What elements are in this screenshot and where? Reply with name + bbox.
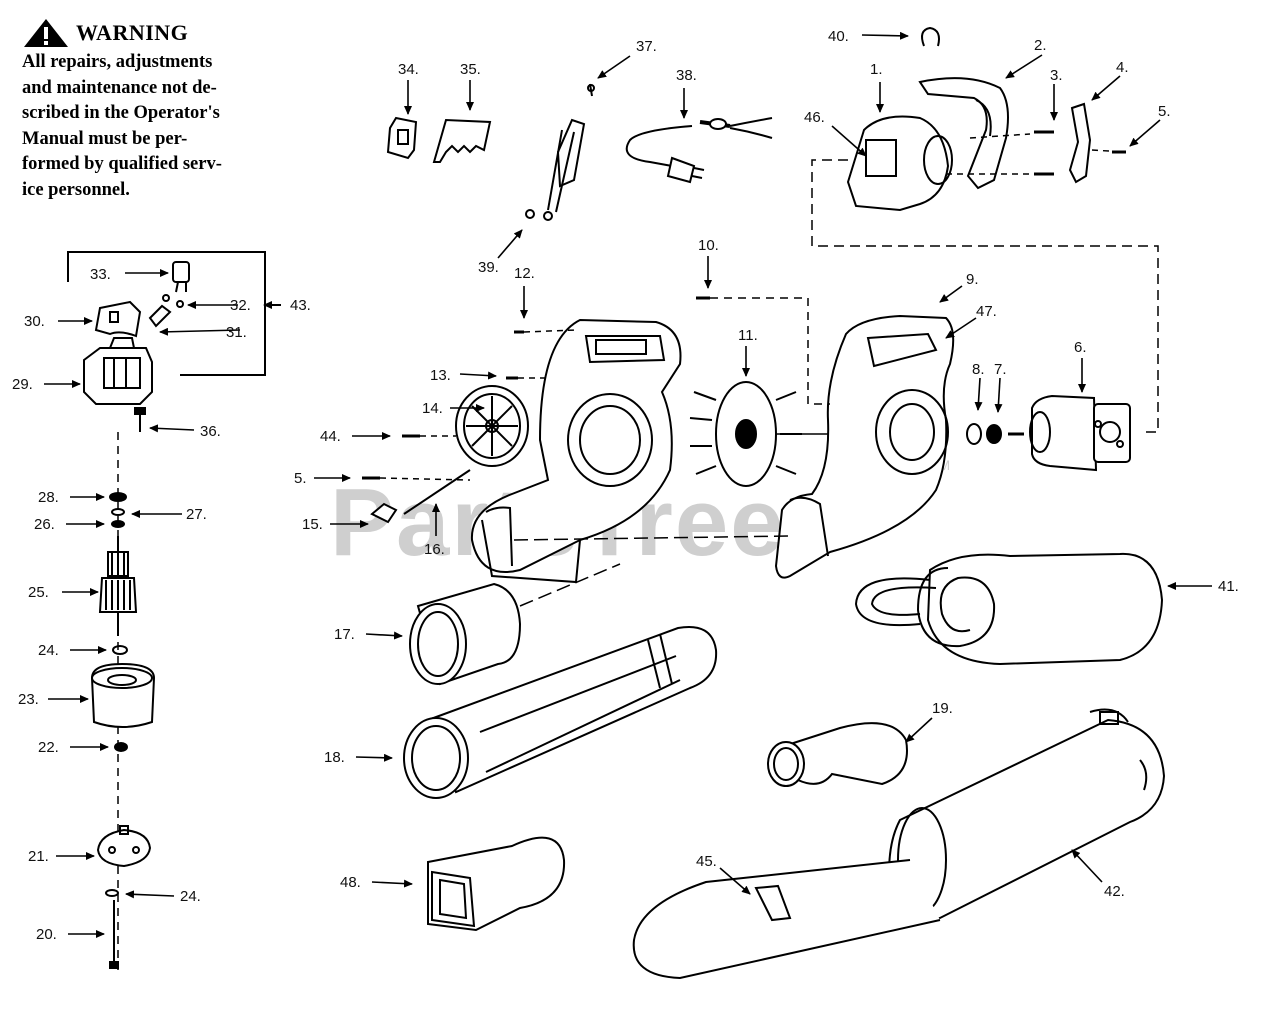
warning-line: Manual must be per- [22,128,188,149]
label-part-46: 46. [804,109,825,126]
part-48-concentrator-nozzle [427,836,566,932]
part-19-elbow-tube [767,722,908,787]
label-part-18: 18. [324,749,345,766]
part-36-screw [134,407,146,432]
part-25-armature [98,536,138,636]
label-part-11: 11. [738,327,758,344]
label-part-20: 20. [36,926,57,943]
part-4-bracket [1068,102,1092,184]
part-33-switch [172,261,190,293]
washers-26-28 [109,492,127,528]
label-part-35: 35. [460,61,481,78]
label-part-3: 3. [1050,67,1063,84]
warning-line: formed by qualified serv- [22,154,222,174]
label-part-34: 34. [398,61,419,78]
part-11-impeller [689,381,802,487]
motor-assembly-bracket [67,251,281,376]
warning-triangle-icon [24,19,68,47]
part-8-7-washers [966,423,1002,445]
warning-line: and maintenance not de- [22,77,217,98]
label-part-17: 17. [334,626,355,643]
label-part-9: 9. [966,271,979,288]
label-part-24-upper: 24. [38,642,59,659]
warning-line: ice personnel. [22,179,130,200]
label-part-36: 36. [200,423,221,440]
part-41-collection-bag [854,552,1164,666]
part-30-brush-holder [94,300,142,338]
part-22-bearing [114,742,128,752]
label-part-22: 22. [38,739,59,756]
label-part-8: 8. [972,361,985,378]
part-18-blower-tube [403,626,718,799]
label-part-2: 2. [1034,37,1047,54]
label-part-23: 23. [18,691,39,708]
warning-text: All repairs, adjustments and maintenance… [22,50,307,203]
part-29-motor-housing [83,337,153,405]
part-2-handle [918,77,1009,190]
right-housing-half [774,314,955,579]
part-35-label-plate [432,118,492,163]
part-17-tube-coupler [409,582,522,686]
part-24-washer-lower [105,889,119,897]
label-part-39: 39. [478,259,499,276]
part-24-washer [112,645,128,655]
label-part-40: 40. [828,28,849,45]
label-part-5-upper: 5. [1158,103,1171,120]
label-part-42: 42. [1104,883,1125,900]
label-part-41: 41. [1218,578,1239,595]
label-part-21: 21. [28,848,49,865]
label-part-10: 10. [698,237,719,254]
label-part-26: 26. [34,516,55,533]
label-part-31: 31. [226,324,247,341]
warning-line: scribed in the Operator's [22,103,220,123]
label-part-29: 29. [12,376,33,393]
left-housing-half [470,318,682,584]
label-part-4: 4. [1116,59,1129,76]
part-34-switch [386,116,418,160]
part-15-16-latch [370,469,471,524]
label-part-48: 48. [340,874,361,891]
label-part-14: 14. [422,400,443,417]
warning-line: All repairs, adjustments [22,52,213,72]
part-3-screws [946,130,1054,176]
label-part-43: 43. [290,297,311,314]
warning-notice: WARNING All repairs, adjustments and mai… [22,18,307,203]
label-part-19: 19. [932,700,953,717]
label-part-15: 15. [302,516,323,533]
part-45-vacuum-nozzle [632,859,941,980]
label-part-47: 47. [976,303,997,320]
label-part-12: 12. [514,265,535,282]
label-part-1: 1. [870,61,883,78]
label-part-33: 33. [90,266,111,283]
label-part-13: 13. [430,367,451,384]
label-part-37: 37. [636,38,657,55]
label-part-32: 32. [230,297,251,314]
label-part-45: 45. [696,853,717,870]
warning-heading: WARNING [22,18,307,48]
part-14-impeller-cover [455,385,529,467]
label-part-25: 25. [28,584,49,601]
label-part-27: 27. [186,506,207,523]
label-part-6: 6. [1074,339,1087,356]
part-31-32-terminals [148,294,184,328]
label-part-24-lower: 24. [180,888,201,905]
part-23-motor-can [90,662,156,728]
part-38-power-cord [625,117,773,184]
part-6-motor [1008,394,1131,472]
label-part-16: 16. [424,541,445,558]
label-part-5-lower: 5. [294,470,307,487]
label-part-44: 44. [320,428,341,445]
part-40-clip [921,26,940,47]
warning-title: WARNING [76,20,189,45]
label-part-30: 30. [24,313,45,330]
label-part-28: 28. [38,489,59,506]
part-21-end-cap [96,825,152,868]
part-39-terminal-block [525,83,595,221]
label-part-7: 7. [994,361,1007,378]
label-part-38: 38. [676,67,697,84]
part-46-1-motor-cover [846,115,953,212]
part-20-through-bolt [109,900,119,969]
